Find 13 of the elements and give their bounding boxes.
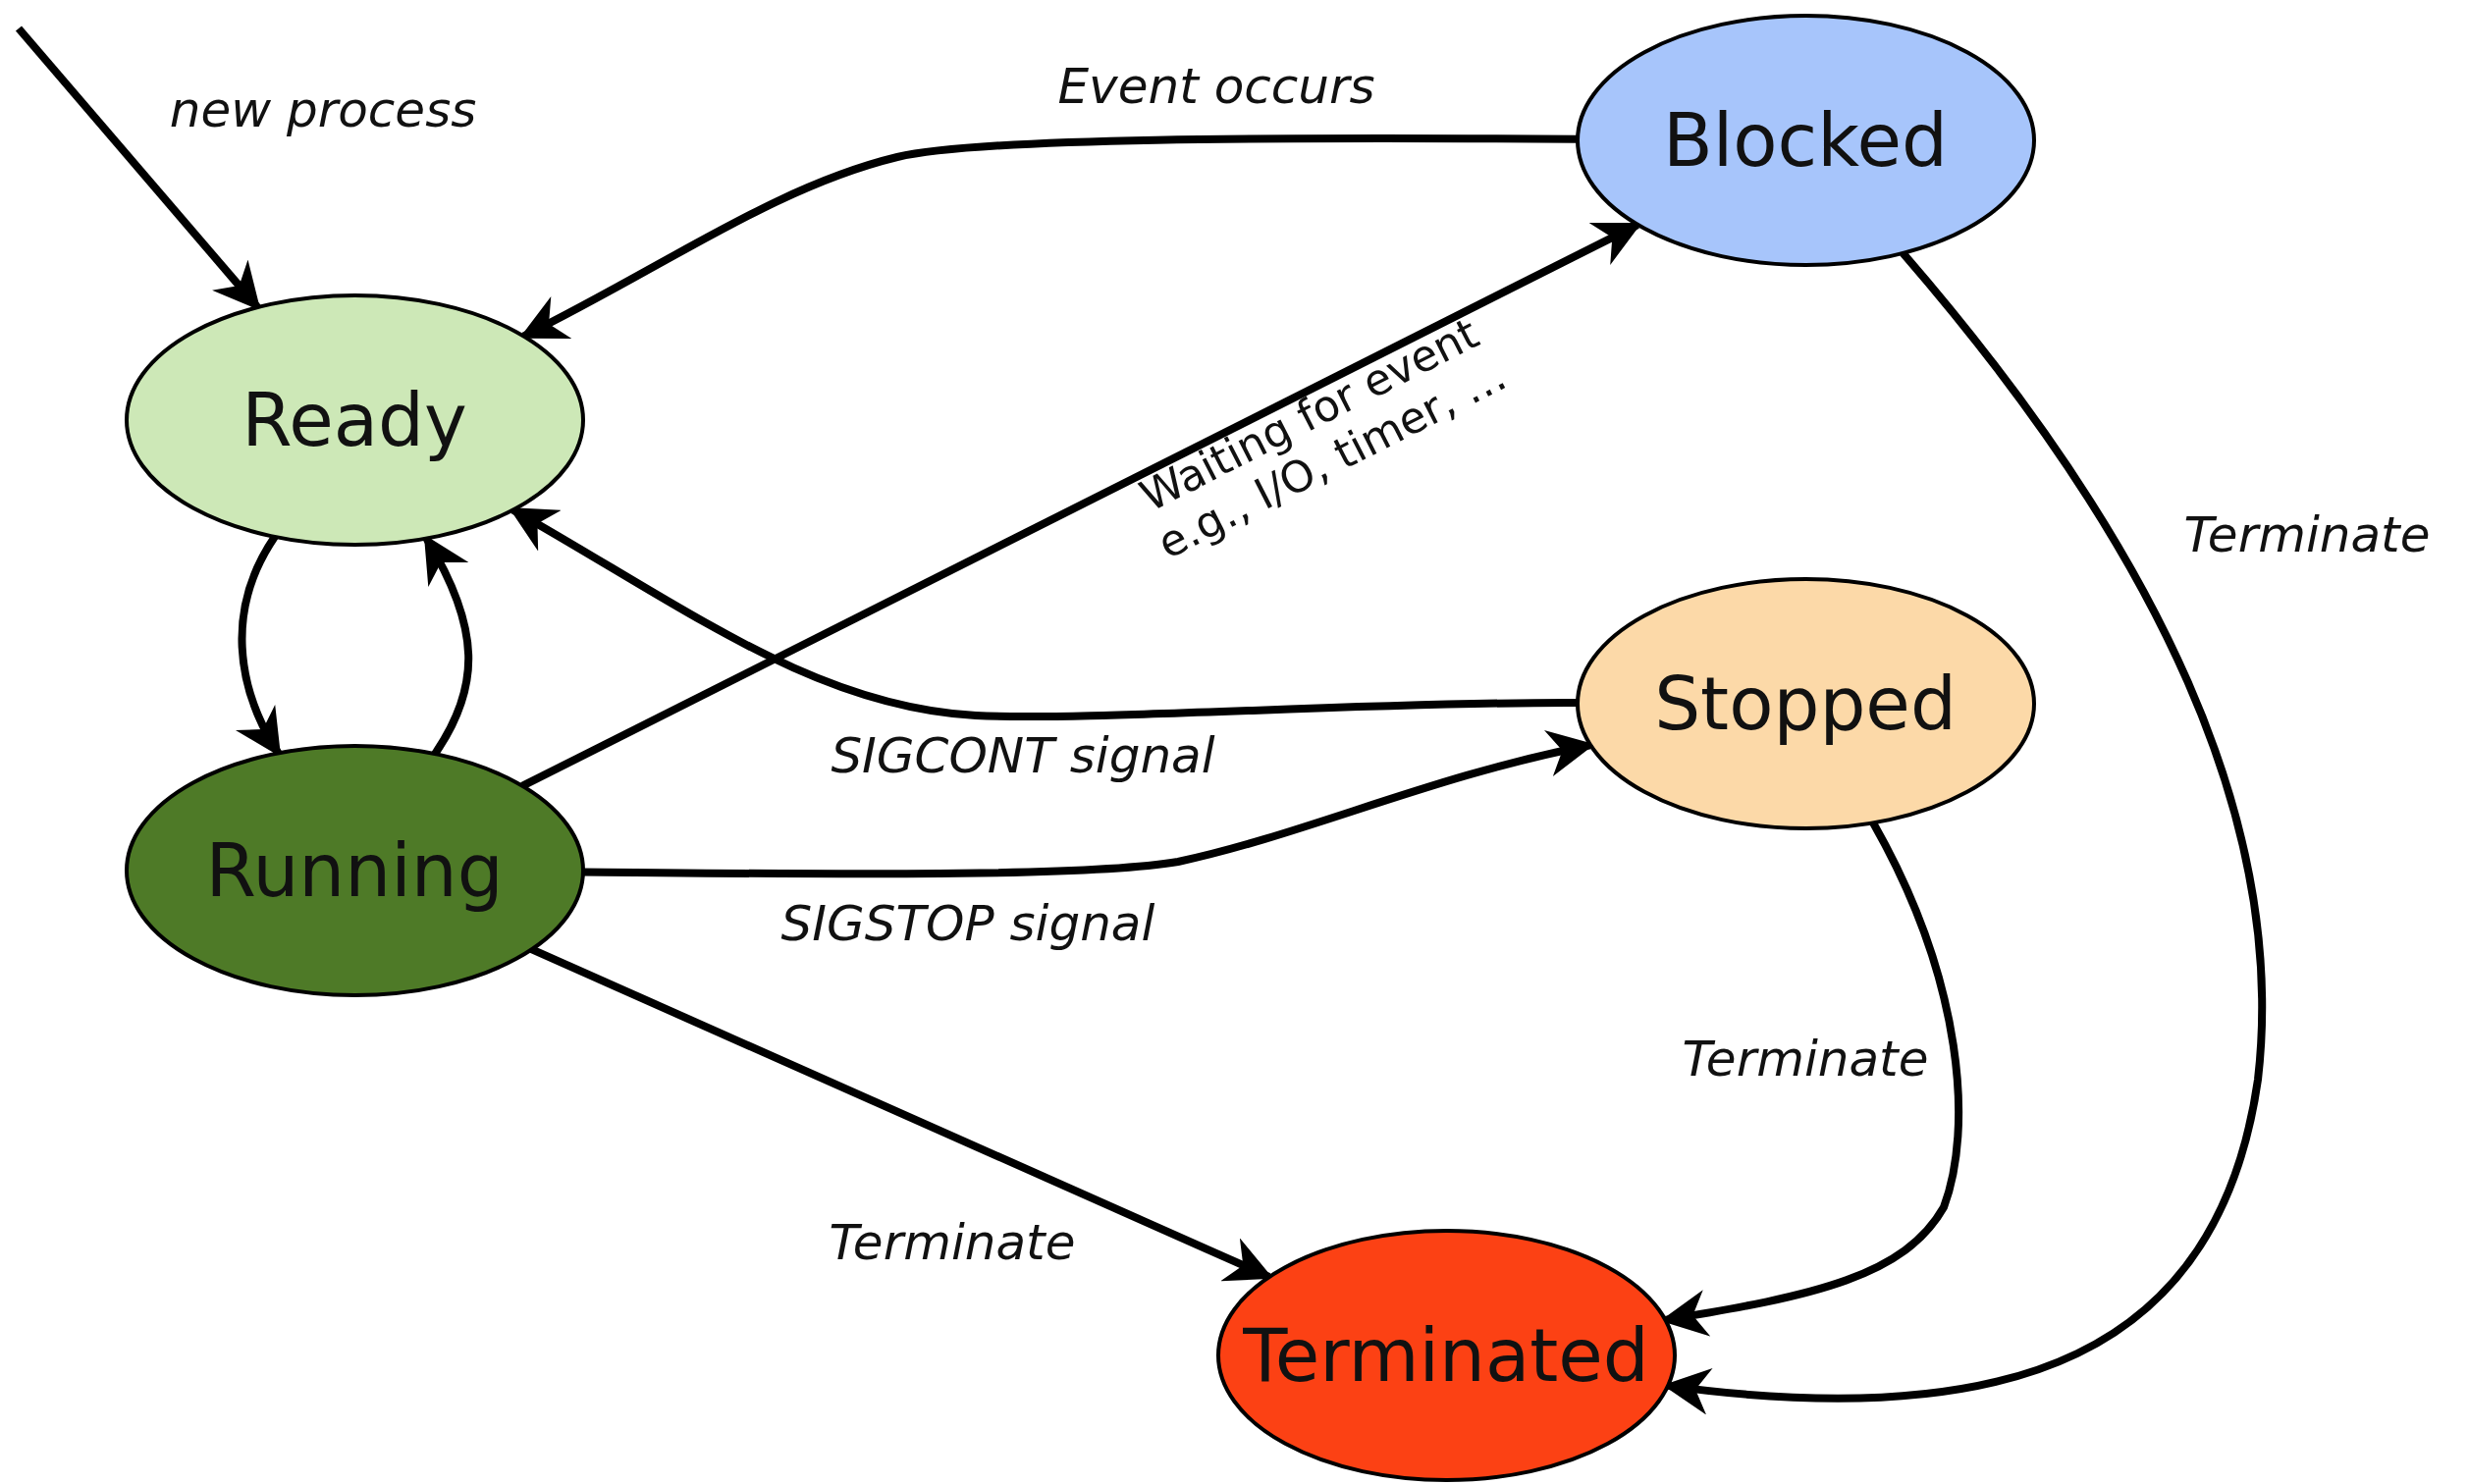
state-ellipse <box>1574 576 2037 831</box>
state-label: Stopped <box>1654 662 1957 746</box>
state-ellipse <box>1574 13 2037 268</box>
state-ellipse <box>123 292 586 548</box>
state-label: Ready <box>241 378 467 462</box>
arrow <box>509 505 1578 721</box>
state-label: Running <box>205 828 504 913</box>
arrow <box>529 945 1273 1282</box>
state-ellipse <box>123 743 586 998</box>
state-ellipse <box>1214 1228 1678 1483</box>
state-label: Blocked <box>1663 98 1948 183</box>
arrow <box>520 221 1642 790</box>
state-label: Terminated <box>1243 1313 1649 1398</box>
